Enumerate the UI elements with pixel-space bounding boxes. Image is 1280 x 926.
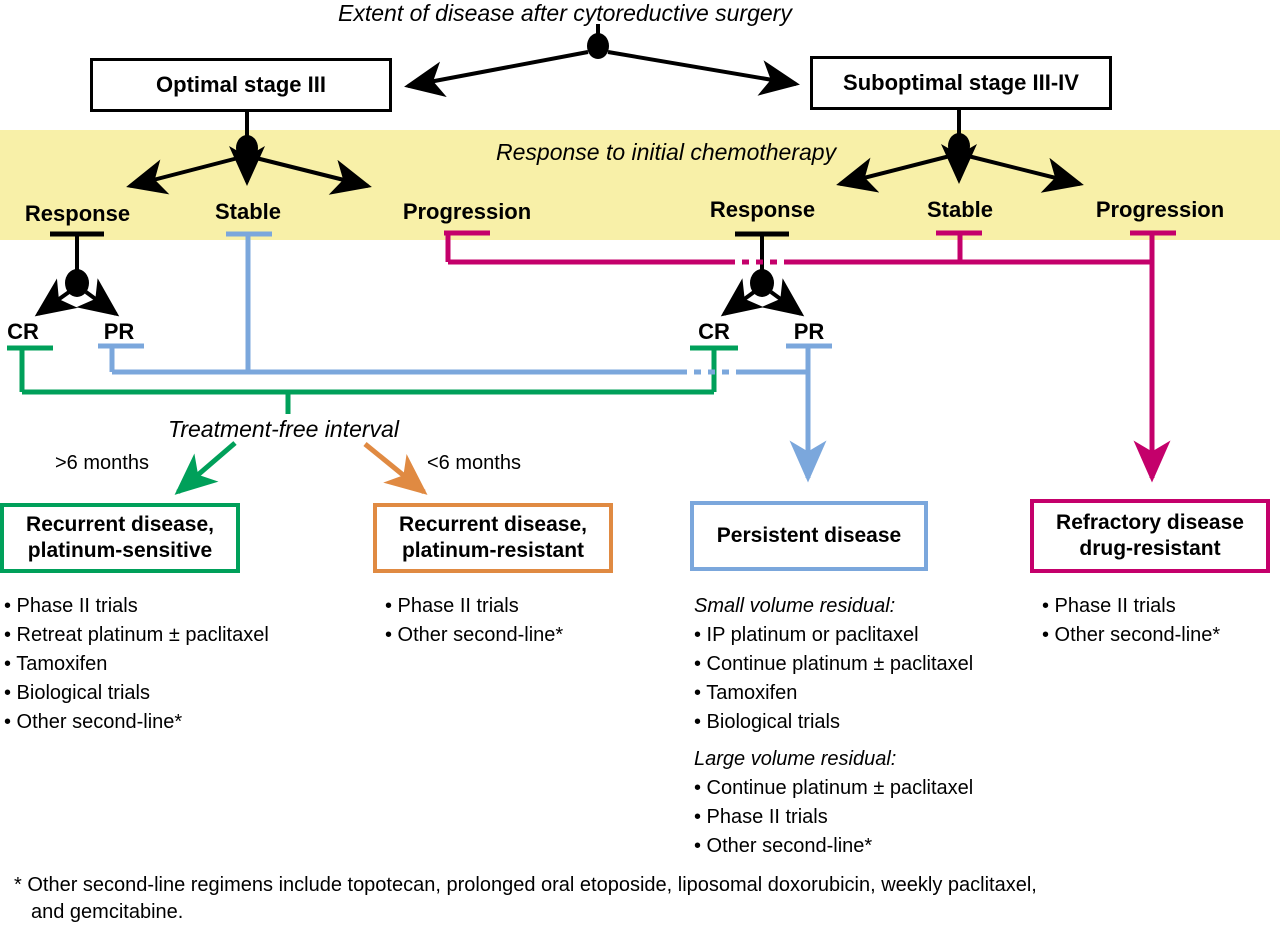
outcome-list-recurrent-platinum-resistant: • Phase II trials • Other second-line*	[385, 592, 685, 650]
outcome-box-recurrent-platinum-resistant[interactable]: Recurrent disease, platinum-resistant	[373, 503, 613, 573]
outcome-subhead-small-volume: Small volume residual:	[694, 595, 896, 617]
footnote-line-1: * Other second-line regimens include top…	[14, 874, 1037, 896]
outcome-title-line2: platinum-sensitive	[27, 539, 213, 562]
list-item: • Tamoxifen	[694, 682, 798, 704]
label-left-cr: CR	[7, 319, 39, 344]
band-label-right-progression: Progression	[1095, 197, 1225, 222]
root-decision-node	[587, 33, 609, 59]
outcome-title-line2: platinum-resistant	[401, 539, 585, 562]
list-item: • Phase II trials	[1042, 595, 1176, 617]
magenta-refractory-disease-path	[444, 230, 1176, 483]
list-item: • Biological trials	[4, 682, 150, 704]
label-left-pr: PR	[103, 319, 135, 344]
band-label-left-response: Response	[24, 201, 131, 226]
suboptimal-split-connectors	[836, 108, 1084, 193]
list-item: • Phase II trials	[694, 806, 828, 828]
blue-persistent-disease-path	[98, 231, 832, 483]
outcome-box-recurrent-platinum-sensitive[interactable]: Recurrent disease, platinum-sensitive	[0, 503, 240, 573]
list-item: • Phase II trials	[4, 595, 138, 617]
interval-label-short: <6 months	[427, 452, 521, 474]
stage-box-optimal[interactable]: Optimal stage III	[90, 58, 392, 112]
band-label-right-response: Response	[709, 197, 816, 222]
band-label-right-stable: Stable	[926, 197, 994, 222]
list-item: • Continue platinum ± paclitaxel	[694, 653, 974, 675]
optimal-split-connectors	[126, 112, 372, 195]
band-label-left-progression: Progression	[402, 199, 532, 224]
right-response-node	[750, 269, 774, 297]
footnote-line-2: and gemcitabine.	[31, 901, 184, 923]
list-item: • Phase II trials	[385, 595, 519, 617]
left-response-to-crpr	[34, 231, 120, 317]
list-item: • IP platinum or paclitaxel	[694, 624, 919, 646]
treatment-free-interval-title: Treatment-free interval	[168, 416, 399, 442]
list-item: • Other second-line*	[385, 624, 564, 646]
outcome-list-persistent-disease: Small volume residual: • IP platinum or …	[694, 590, 1034, 861]
outcome-title-line1: Persistent disease	[716, 523, 902, 547]
interval-label-long: >6 months	[55, 452, 149, 474]
optimal-decision-node	[236, 135, 258, 161]
list-item: • Other second-line*	[1042, 624, 1221, 646]
outcome-list-recurrent-platinum-sensitive: • Phase II trials • Retreat platinum ± p…	[4, 592, 344, 737]
outcome-box-refractory-disease[interactable]: Refractory disease drug-resistant	[1030, 499, 1270, 573]
left-response-node	[65, 269, 89, 297]
band-title: Response to initial chemotherapy	[496, 139, 837, 165]
list-item: • Continue platinum ± paclitaxel	[694, 777, 974, 799]
outcome-title-line2: drug-resistant	[1079, 537, 1221, 560]
footnote: * Other second-line regimens include top…	[14, 872, 1264, 926]
outcome-title-line1: Recurrent disease,	[26, 512, 214, 536]
orange-platinum-resistant-arrow	[363, 442, 428, 495]
list-item: • Retreat platinum ± paclitaxel	[4, 624, 269, 646]
right-response-to-crpr	[720, 231, 805, 317]
outcome-title-line1: Recurrent disease,	[399, 512, 587, 536]
stage-box-suboptimal[interactable]: Suboptimal stage III-IV	[810, 56, 1112, 110]
outcome-list-refractory-disease: • Phase II trials • Other second-line*	[1042, 592, 1280, 650]
band-label-left-stable: Stable	[214, 199, 282, 224]
label-right-pr: PR	[793, 319, 825, 344]
root-split-connectors	[404, 24, 800, 98]
outcome-box-persistent-disease[interactable]: Persistent disease	[690, 501, 928, 571]
outcome-title-line1: Refractory disease	[1056, 510, 1244, 534]
list-item: • Other second-line*	[4, 711, 183, 733]
outcome-subhead-large-volume: Large volume residual:	[694, 748, 897, 770]
suboptimal-decision-node	[948, 133, 970, 159]
green-platinum-sensitive-path	[7, 345, 738, 495]
list-item: • Tamoxifen	[4, 653, 108, 675]
list-item: • Other second-line*	[694, 835, 873, 857]
list-item: • Biological trials	[694, 711, 840, 733]
page-title: Extent of disease after cytoreductive su…	[338, 0, 792, 26]
label-right-cr: CR	[698, 319, 730, 344]
